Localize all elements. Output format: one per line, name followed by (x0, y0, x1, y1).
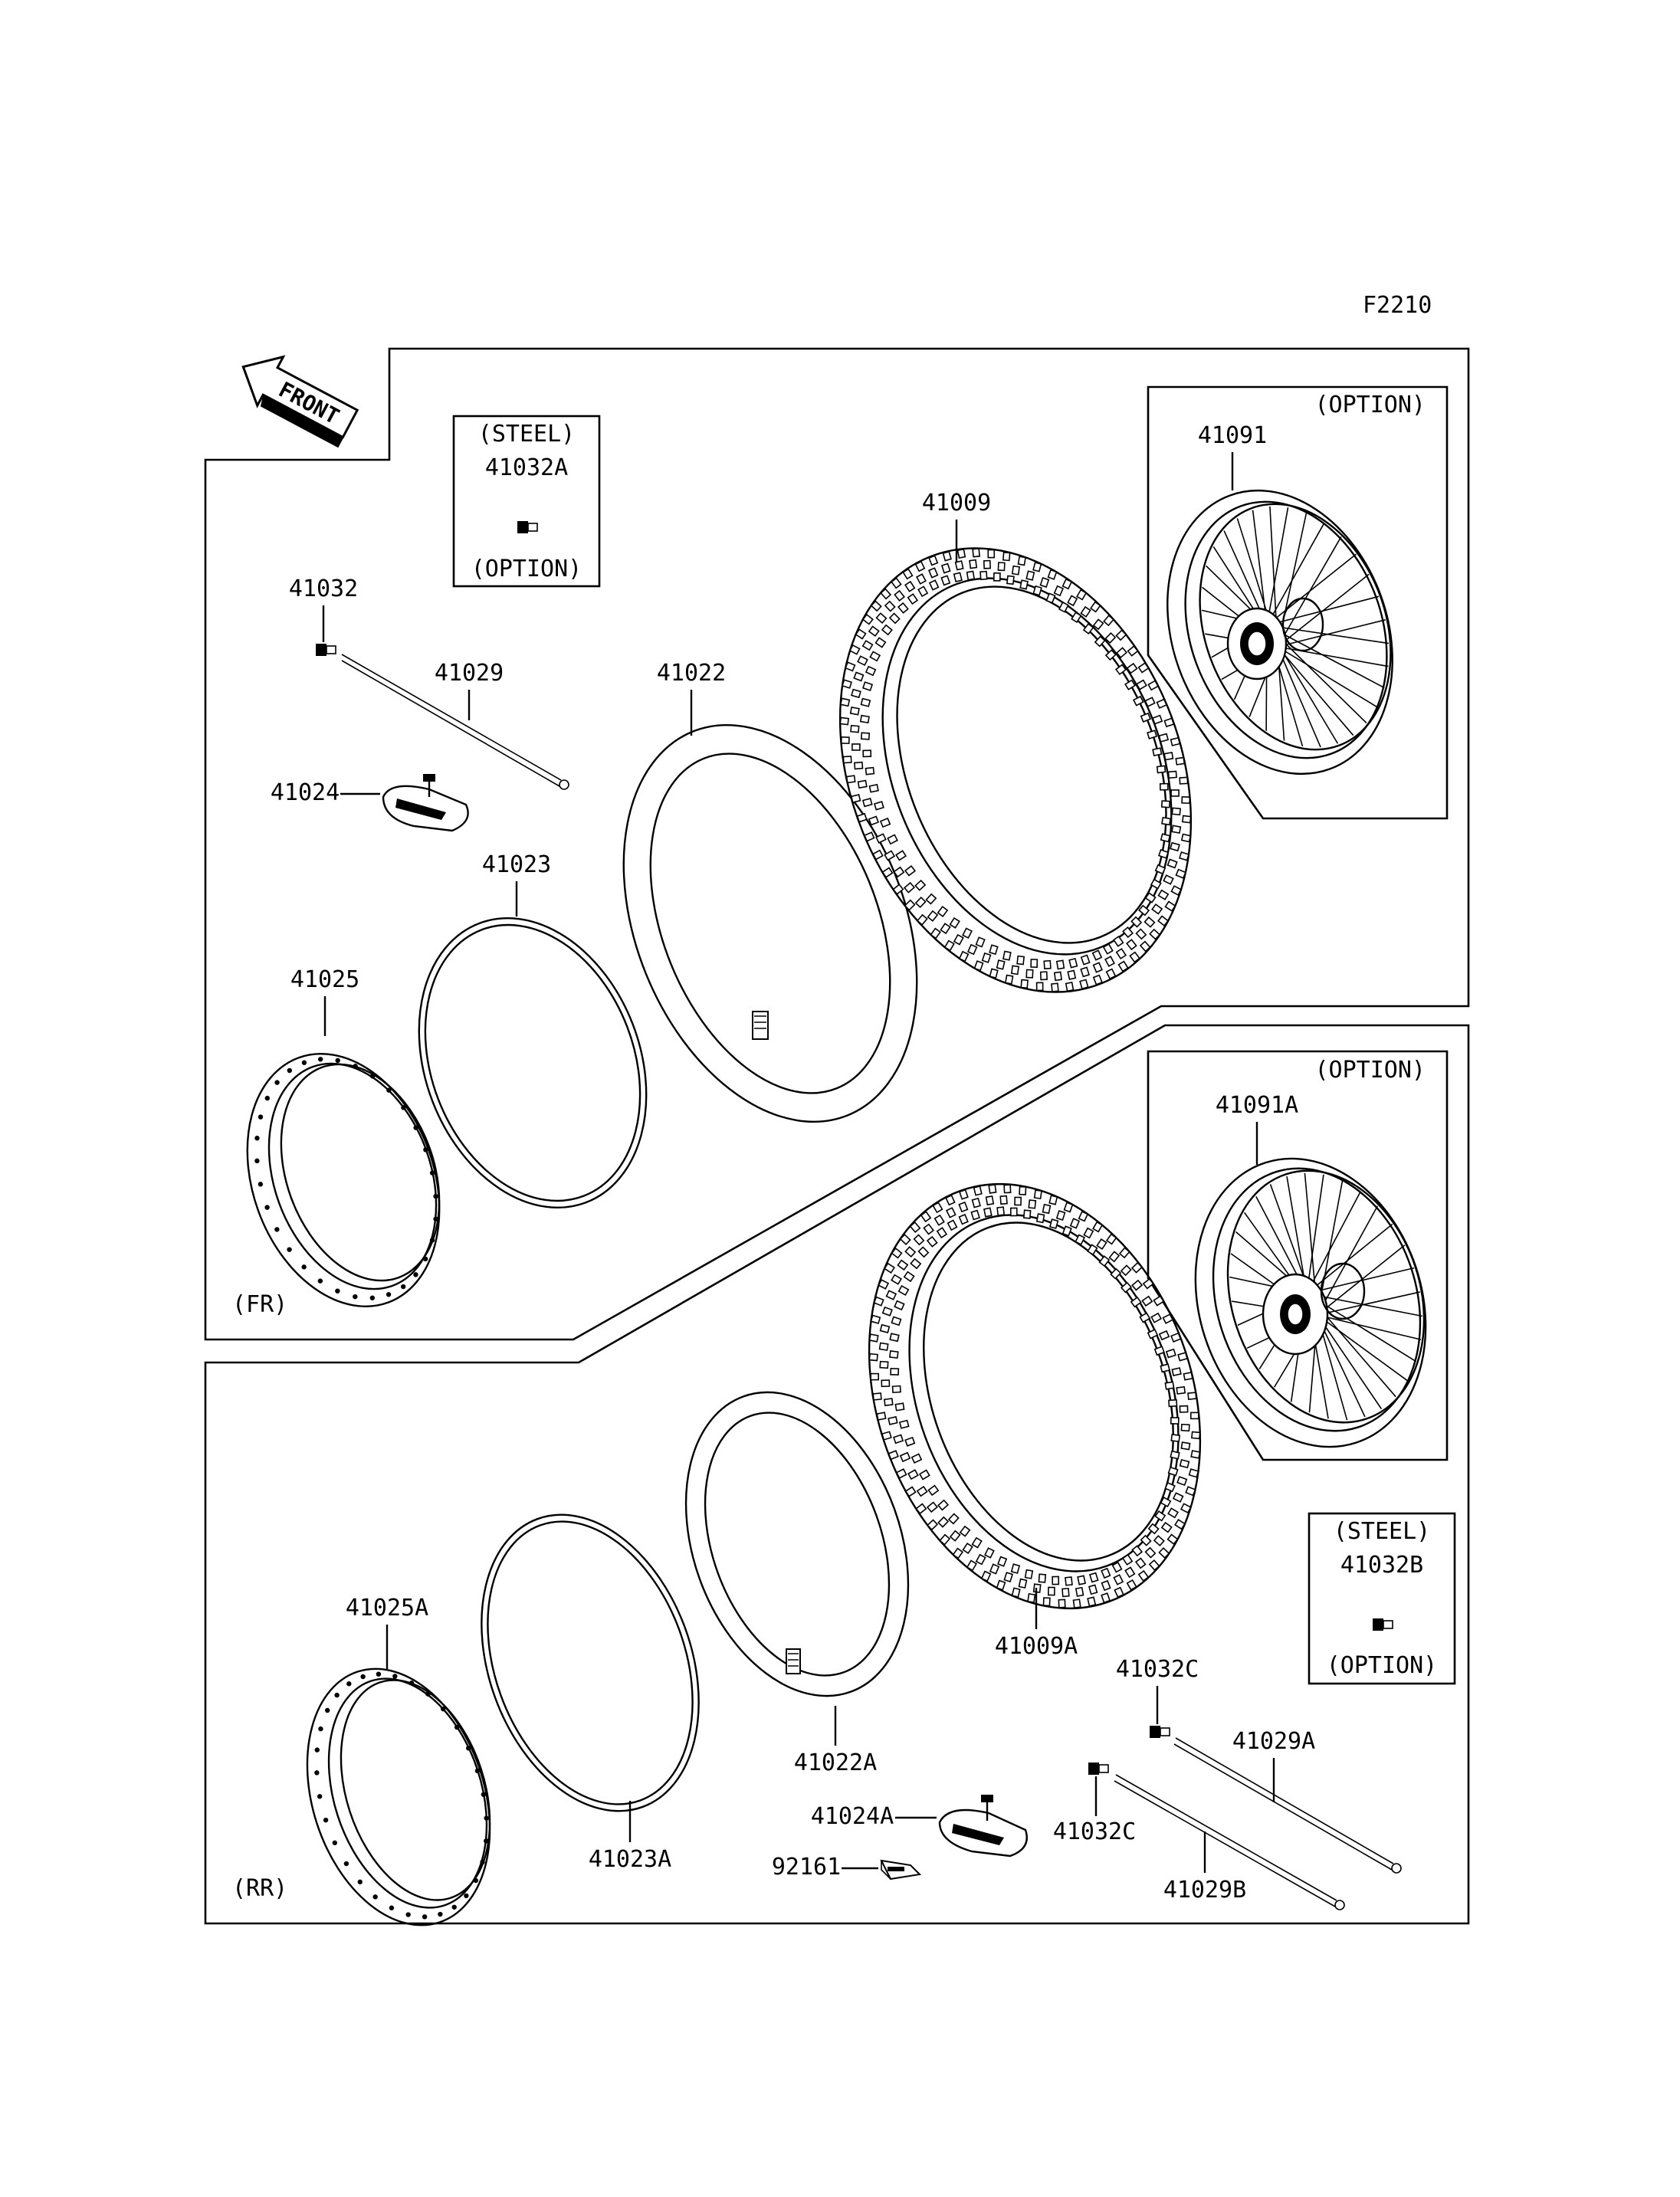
rim-lock-icon (382, 774, 469, 832)
front-section-frame (204, 347, 1470, 1341)
steel-option-box-front: (STEEL) 41032A (OPTION) (452, 415, 601, 588)
rim-band-icon (418, 917, 648, 1209)
part-41032-label: 41032 (289, 575, 358, 602)
part-41025A-label: 41025A (346, 1595, 428, 1622)
rim-icon (306, 1667, 491, 1926)
svg-text:41091: 41091 (1198, 422, 1267, 449)
part-41029A-label: 41029A (1232, 1728, 1315, 1755)
svg-text:41091A: 41091A (1216, 1092, 1298, 1119)
steel-option-box-rear: (STEEL) 41032B (OPTION) (1308, 1512, 1456, 1685)
section-rear-label: (RR) (232, 1875, 287, 1902)
part-41029-label: 41029 (435, 660, 504, 687)
front-arrow-icon: FRONT (241, 355, 359, 448)
svg-text:(OPTION): (OPTION) (1327, 1652, 1438, 1679)
svg-text:(OPTION): (OPTION) (1315, 392, 1426, 418)
svg-text:41032A: 41032A (485, 454, 568, 481)
nipple-icon (1088, 1763, 1109, 1775)
spoke-icon (341, 654, 569, 790)
part-41022-label: 41022 (657, 660, 726, 687)
part-41032C-label-top: 41032C (1116, 1656, 1199, 1683)
wheel-option-box-rear: (OPTION) 41091A (1147, 1050, 1449, 1461)
nipple-icon (517, 521, 538, 533)
part-41024A-label: 41024A (811, 1803, 894, 1830)
inner-tube-icon (684, 1391, 910, 1697)
nipple-icon (1373, 1618, 1393, 1631)
svg-text:(OPTION): (OPTION) (471, 556, 582, 582)
spoked-wheel-icon (1194, 1157, 1427, 1448)
wheel-option-box-front: (OPTION) 41091 (1147, 385, 1449, 820)
part-41032C-label-bottom: 41032C (1053, 1818, 1136, 1845)
part-41009-label: 41009 (922, 490, 991, 516)
weight-block-icon (880, 1859, 922, 1881)
spoke-icon (1114, 1774, 1345, 1910)
part-41009A-label: 41009A (995, 1633, 1078, 1660)
part-41024-label: 41024 (271, 779, 340, 806)
part-41029B-label: 41029B (1163, 1877, 1246, 1904)
part-41025-label: 41025 (290, 966, 359, 993)
svg-text:41032B: 41032B (1340, 1552, 1423, 1579)
svg-text:(STEEL): (STEEL) (1334, 1518, 1430, 1545)
spoked-wheel-icon (1166, 489, 1393, 776)
svg-text:(OPTION): (OPTION) (1315, 1057, 1426, 1084)
nipple-icon (1150, 1726, 1170, 1738)
knobby-tire-icon (838, 547, 1193, 993)
rim-icon (246, 1053, 441, 1307)
svg-text:(STEEL): (STEEL) (478, 421, 575, 448)
part-41023A-label: 41023A (589, 1846, 671, 1873)
part-41022A-label: 41022A (794, 1749, 877, 1776)
section-front-label: (FR) (232, 1291, 287, 1318)
knobby-tire-icon (868, 1182, 1202, 1610)
rim-lock-icon (938, 1795, 1028, 1858)
figure-code: F2210 (1363, 292, 1432, 319)
inner-tube-icon (622, 724, 918, 1123)
rim-band-icon (481, 1513, 700, 1812)
part-92161-label: 92161 (772, 1854, 841, 1881)
spoke-icon (1173, 1737, 1402, 1874)
nipple-icon (316, 644, 336, 656)
rear-section-frame (204, 1024, 1470, 1925)
part-41023-label: 41023 (482, 851, 551, 878)
